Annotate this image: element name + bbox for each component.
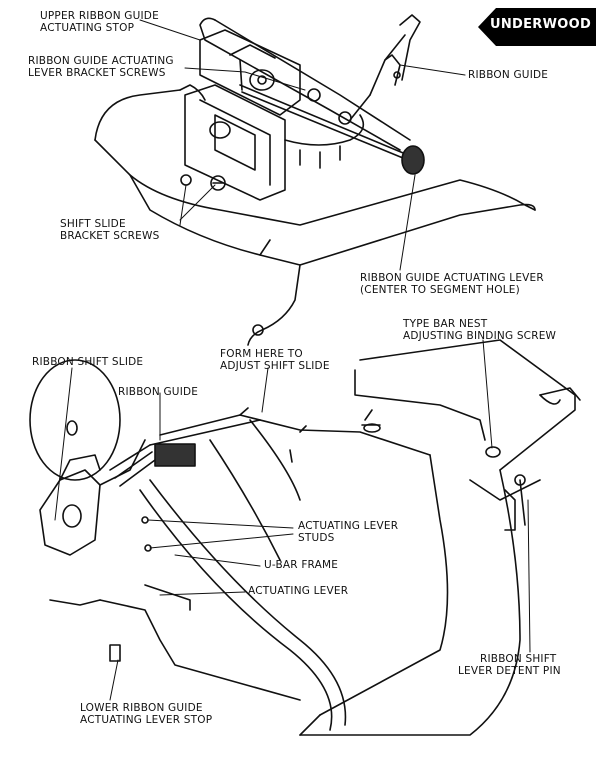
label-ribbon-shift-slide: RIBBON SHIFT SLIDE: [32, 356, 144, 368]
leader-lines: [54, 19, 531, 701]
label-actuating-lever-studs: ACTUATING LEVER STUDS: [298, 520, 399, 544]
label-actuating-lever: ACTUATING LEVER: [248, 585, 349, 597]
label-ribbon-guide-bottom: RIBBON GUIDE: [118, 386, 199, 398]
label-u-bar-frame: U-BAR FRAME: [264, 559, 339, 571]
label-lower-ribbon-guide-stop: LOWER RIBBON GUIDE ACTUATING LEVER STOP: [80, 702, 213, 726]
label-type-bar-nest: TYPE BAR NEST ADJUSTING BINDING SCREW: [403, 318, 557, 342]
label-shift-slide-bracket-screws: SHIFT SLIDE BRACKET SCREWS: [60, 218, 160, 242]
upper-assembly: [94, 14, 536, 346]
label-upper-ribbon-guide-stop: UPPER RIBBON GUIDE ACTUATING STOP: [40, 10, 159, 34]
brand-name: UNDERWOOD: [490, 17, 592, 32]
lower-assembly: [29, 339, 581, 736]
label-form-here: FORM HERE TO ADJUST SHIFT SLIDE: [220, 348, 330, 372]
label-bracket-screws: RIBBON GUIDE ACTUATING LEVER BRACKET SCR…: [28, 55, 174, 79]
label-ribbon-guide-actuating-lever: RIBBON GUIDE ACTUATING LEVER (CENTER TO …: [360, 272, 544, 296]
brand-tag: [478, 8, 596, 46]
label-detent-pin: RIBBON SHIFT LEVER DETENT PIN: [458, 653, 561, 677]
label-ribbon-guide-top: RIBBON GUIDE: [468, 69, 549, 81]
